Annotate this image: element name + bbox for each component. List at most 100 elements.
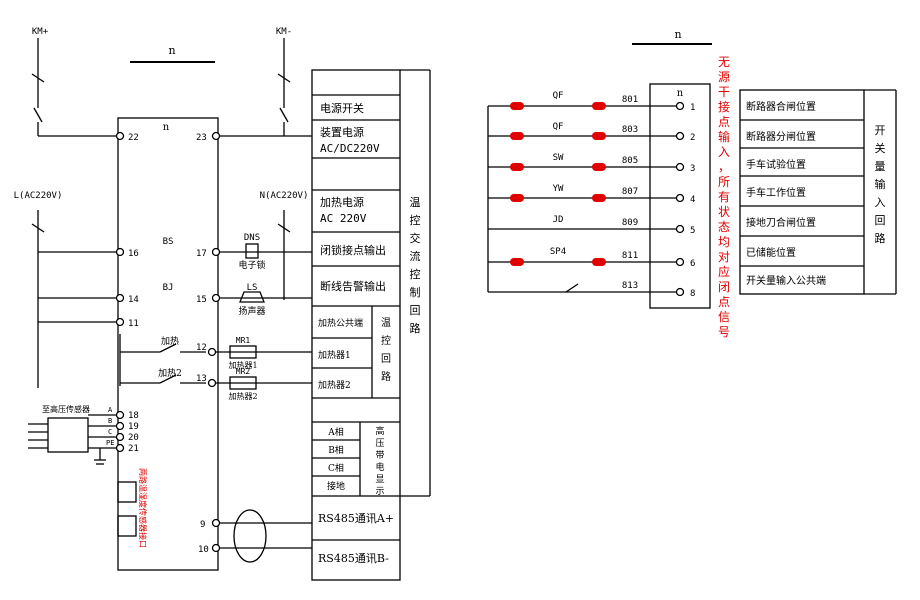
terminal-13: 13 [196,374,207,384]
red-note-char: ， [718,160,730,174]
sensor-pin-b: B [108,417,112,425]
ls-caption: 扬声器 [238,305,265,317]
red-note-char: 所 [718,175,730,189]
lock-output-label: 闭锁接点输出 [320,243,386,257]
side-label-5: 入 [875,196,886,209]
temp-loop-4: 路 [381,370,391,383]
terminal-1: 1 [690,103,695,113]
terminal-23: 23 [196,133,207,143]
terminal-20: 20 [128,433,139,443]
heat-power-label-2: AC 220V [320,212,367,225]
l-ac-label: L(AC220V) [14,191,63,201]
red-note-char: 对 [718,250,730,264]
terminal-4: 4 [690,195,695,205]
heat-power-label-1: 加热电源 [320,195,364,209]
heater-2-label: 加热器2 [318,379,351,391]
terminal-6: 6 [690,259,695,269]
terminal-17: 17 [196,249,207,259]
temp-ac-1: 温 [410,196,421,209]
hv-display-4: 电 [375,461,384,473]
terminal-14: 14 [128,295,139,305]
wire-811: 811 [622,251,638,261]
terminal-5: 5 [690,226,695,236]
dns-label: DNS [244,233,260,243]
terminal-21: 21 [128,444,139,454]
terminal-18: 18 [128,411,139,421]
contact-label-805: SW [553,153,564,163]
n-ac-label: N(AC220V) [260,191,309,201]
terminal-22: 22 [128,133,139,143]
temp-ac-4: 流 [410,249,421,263]
side-label-3: 量 [875,160,886,173]
mr1-label: MR1 [236,336,251,345]
ls-label: LS [247,283,258,293]
wire-809: 809 [622,218,638,228]
mr1-caption: 加热器1 [228,360,257,370]
heater1-label: 加热 [161,335,179,347]
wire-813: 813 [622,281,638,291]
terminal-19: 19 [128,422,139,432]
right-panel-title: n [674,28,681,41]
contact-label-803: QF [553,122,564,132]
temp-loop-3: 回 [381,353,391,365]
sensor-pin-c: C [108,428,112,436]
red-note-char: 点 [718,115,730,129]
temp-ac-6: 制 [410,286,421,299]
hv-display-3: 带 [375,450,384,461]
red-note-char: 干 [718,85,730,99]
sensor-vertical-note: 两路温湿度传感器接口 [138,468,148,548]
contact-label-809: JD [553,215,564,225]
desc-cart-work: 手车工作位置 [746,186,806,199]
wire-803: 803 [622,125,638,135]
terminal-12: 12 [196,343,207,353]
phase-c-label: C相 [328,462,344,474]
red-note-char: 入 [718,145,730,159]
red-note-char: 输 [718,129,730,144]
side-label-2: 关 [875,141,886,155]
side-label-7: 路 [875,232,886,245]
phase-b-label: B相 [328,444,344,456]
sensor-pin-a: A [108,406,113,414]
red-note-char: 有 [718,190,730,204]
contact-label-807: YW [553,184,564,194]
break-alarm-label: 断线告警输出 [320,279,386,293]
desc-breaker-close: 断路器合闸位置 [746,100,816,113]
red-note-char: 号 [718,325,730,339]
bs-label: BS [163,237,174,247]
hv-display-6: 示 [375,487,384,497]
red-note-char: 点 [718,295,730,309]
device-power-label-2: AC/DC220V [320,142,380,155]
red-note-char: 无 [718,55,730,69]
wire-801: 801 [622,95,638,105]
side-label-6: 回 [875,214,886,227]
terminal-3: 3 [690,164,695,174]
desc-ground-knife: 接地刀合闸位置 [746,216,816,229]
km-plus-label: KM+ [32,27,49,37]
terminal-9: 9 [200,520,205,530]
red-note-char: 闭 [718,280,730,294]
wire-807: 807 [622,187,638,197]
phase-a-label: A相 [327,426,344,438]
heater-1-label: 加热器1 [318,349,351,361]
km-minus-label: KM- [276,27,292,37]
terminal-8: 8 [690,289,695,299]
red-note-char: 源 [718,70,730,84]
left-device-label: n [163,122,170,133]
temp-ac-5: 控 [410,267,421,281]
terminal-2: 2 [690,133,695,143]
rs485-b-label: RS485通讯B- [318,552,389,565]
red-note-char: 接 [718,99,730,114]
terminal-15: 15 [196,295,207,305]
desc-input-common: 开关量输入公共端 [746,274,826,287]
power-switch-label: 电源开关 [320,101,364,115]
temp-ac-3: 交 [410,231,421,245]
left-panel-title: n [168,44,175,57]
heat-common-label: 加热公共端 [318,317,363,329]
contact-label-811: SP4 [550,247,566,257]
red-note-char: 均 [718,235,730,249]
side-label-1: 开 [875,124,886,137]
dns-caption: 电子锁 [238,259,265,271]
side-label-4: 输 [875,177,886,191]
contact-label-801: QF [553,91,564,101]
temp-ac-7: 回 [410,304,421,317]
